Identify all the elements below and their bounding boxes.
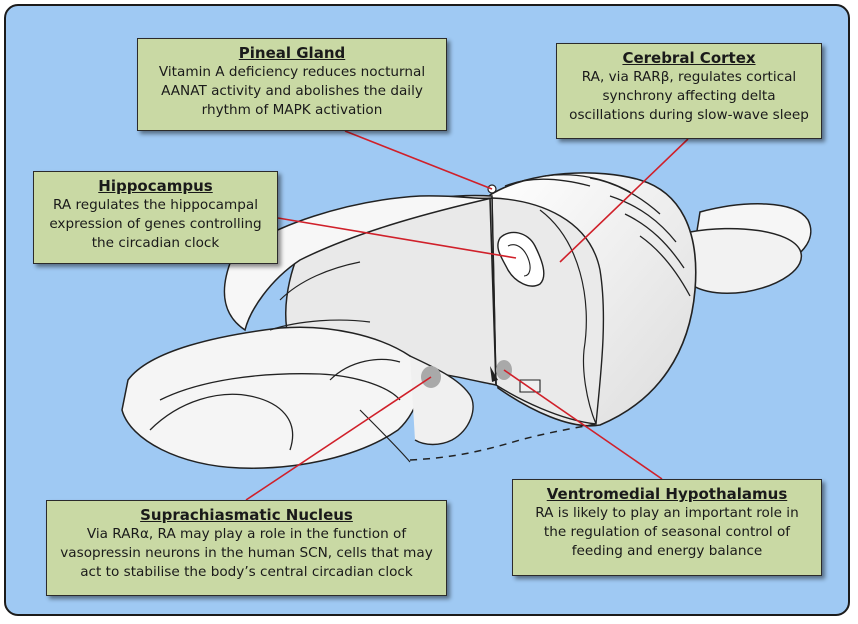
callout-title: Pineal Gland: [238, 44, 346, 62]
callout-ventromedial-hypothalamus: Ventromedial Hypothalamus RA is likely t…: [512, 479, 822, 576]
callout-text-line: vasopressin neurons in the human SCN, ce…: [60, 545, 433, 561]
callout-text-line: the circadian clock: [91, 235, 220, 251]
callout-text-line: rhythm of MAPK activation: [201, 102, 383, 118]
callout-title: Ventromedial Hypothalamus: [546, 485, 788, 503]
callout-text-line: the regulation of seasonal control of: [543, 524, 791, 540]
callout-title: Hippocampus: [98, 177, 213, 195]
frontal-lobe: [223, 195, 493, 332]
callout-title: Suprachiasmatic Nucleus: [140, 506, 353, 524]
callout-pineal-gland: Pineal Gland Vitamin A deficiency reduce…: [137, 38, 447, 131]
callout-text-line: feeding and energy balance: [571, 543, 763, 559]
leader-line-cortex: [559, 138, 689, 263]
callout-text-line: AANAT activity and abolishes the daily: [161, 83, 423, 99]
callout-text-line: RA regulates the hippocampal: [53, 197, 258, 213]
leader-line-hippocampus: [277, 217, 517, 259]
leader-line-vmh: [503, 369, 663, 480]
callout-text-line: act to stabilise the body’s central circ…: [80, 564, 413, 580]
callout-title: Cerebral Cortex: [622, 49, 756, 67]
cerebellum-lobe: [685, 227, 803, 295]
callout-text-line: RA, via RARβ, regulates cortical: [581, 69, 797, 85]
callout-text-line: oscillations during slow-wave sleep: [569, 107, 809, 123]
callout-text-line: synchrony affecting delta: [602, 88, 776, 104]
callout-text-line: Via RARα, RA may play a role in the func…: [86, 526, 407, 542]
callout-text-line: expression of genes controlling: [49, 216, 262, 232]
leader-line-pineal: [344, 130, 493, 190]
leader-lines: [245, 130, 689, 501]
leader-line-scn: [245, 376, 432, 501]
olfactory-bulb: [121, 326, 422, 469]
callout-hippocampus: Hippocampus RA regulates the hippocampal…: [33, 171, 278, 264]
callout-suprachiasmatic-nucleus: Suprachiasmatic Nucleus Via RARα, RA may…: [46, 500, 447, 596]
callout-text-line: RA is likely to play an important role i…: [535, 505, 799, 521]
callout-text-line: Vitamin A deficiency reduces nocturnal: [158, 64, 426, 80]
callout-cerebral-cortex: Cerebral Cortex RA, via RARβ, regulates …: [556, 43, 822, 139]
